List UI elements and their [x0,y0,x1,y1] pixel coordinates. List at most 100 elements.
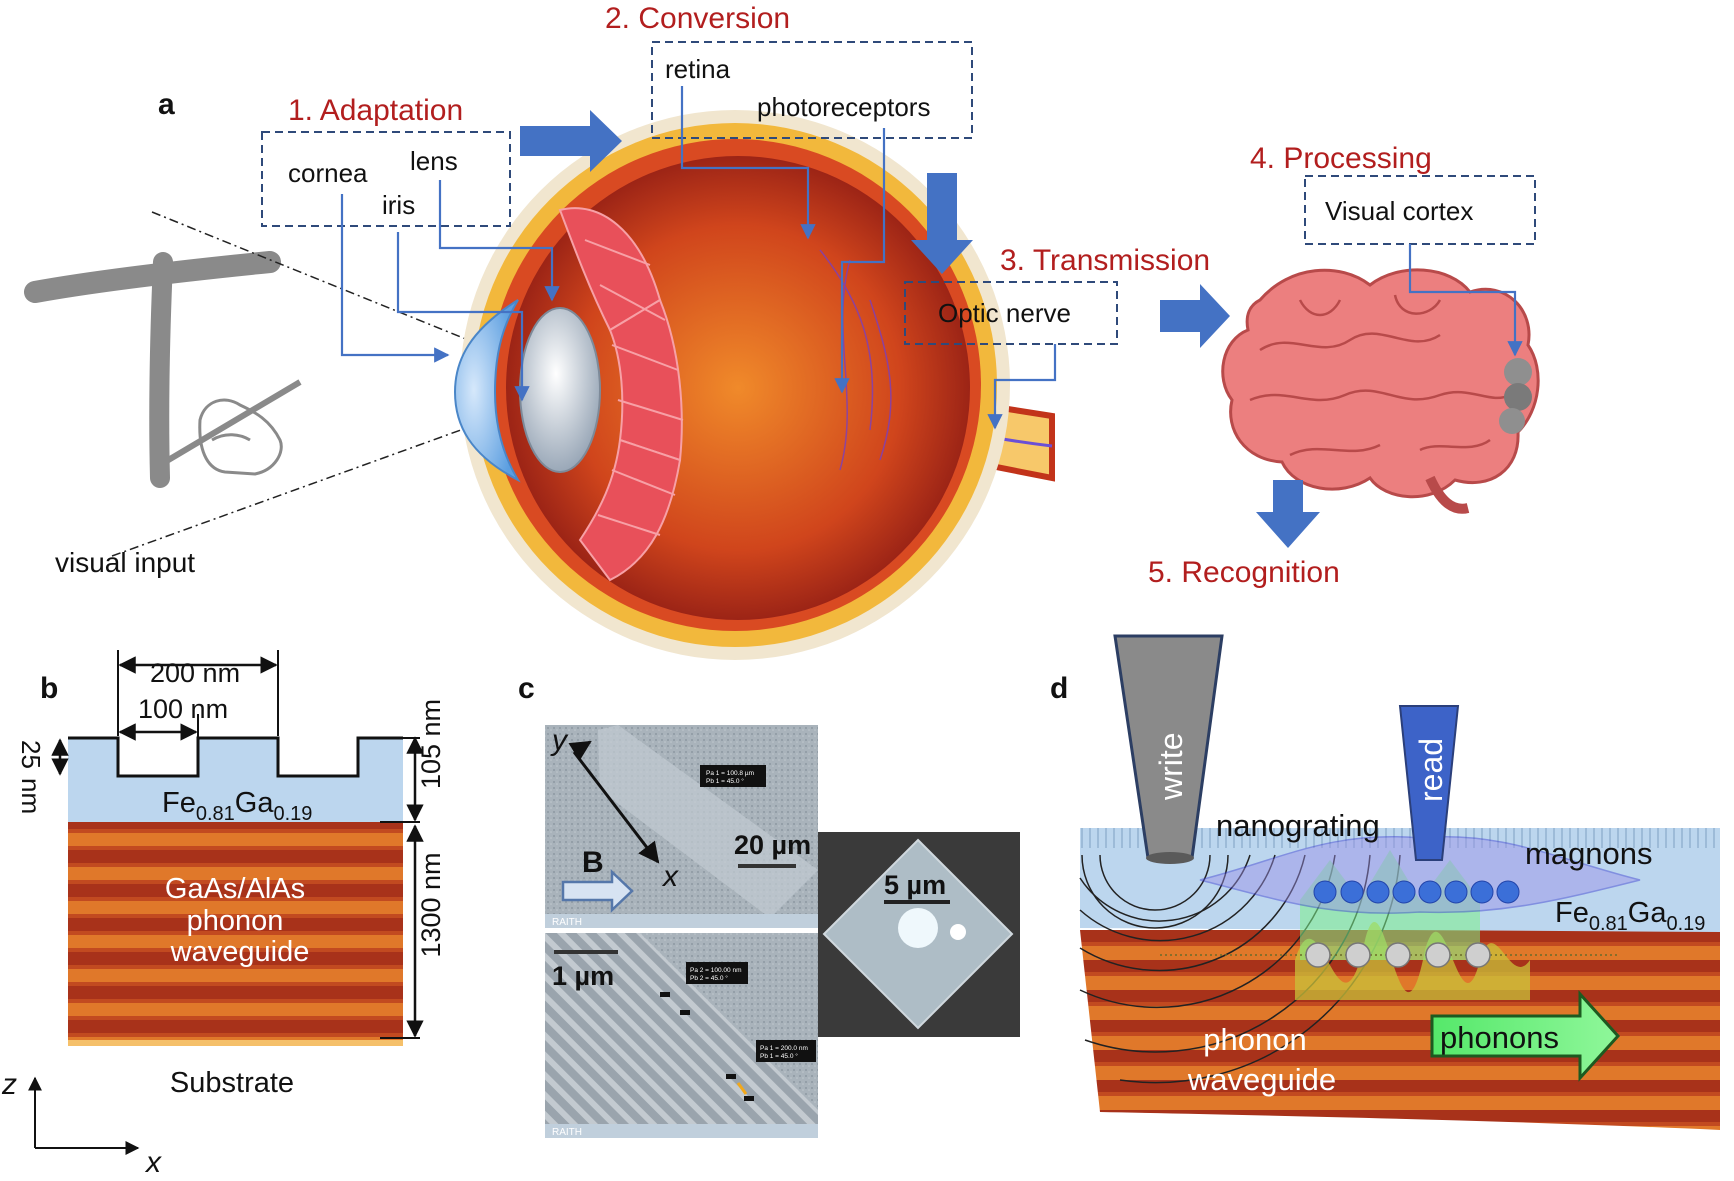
panel-b: b 200 nm 100 nm 25 nm 105 nm 1300 nm Fe0… [1,650,446,1179]
lens-leader [438,180,560,302]
dim-100-label: 100 nm [138,694,228,724]
step-transmission-title: 3. Transmission [1000,244,1210,277]
waveguide-label-line3: waveguide [170,936,310,968]
panel-a-letter: a [158,88,175,121]
sem-bottom-brand: RAITH [552,1127,582,1138]
dim-105-label: 105 nm [416,699,446,789]
optical-spot-large [898,908,938,948]
panel-a: a visual input [24,2,1540,660]
optic-nerve-label-box [904,281,1118,345]
fega-film-label: Fe0.81Ga0.19 [162,787,312,825]
sem-bottom-readout-1b: Pb 2 = 45.0 ° [690,974,728,982]
sem-marker-2 [680,1010,690,1015]
step-recognition-title: 5. Recognition [1148,556,1340,589]
sem-top-brand: RAITH [552,917,582,928]
dim-25-unit: nm [16,778,46,814]
scale-5um-label: 5 µm [884,870,946,900]
waveguide-layer [68,822,403,1040]
read-tip [1398,705,1460,861]
write-label: write [1153,732,1189,801]
cornea-label: cornea [288,158,368,188]
nanograting-profile [68,736,403,778]
panel-c: c RAITH Pa 1 = 100.8 µm Pb 1 = 45.0 ° RA… [518,672,1020,1138]
phonons-label: phonons [1440,1020,1559,1055]
d-fega-film-label: Fe0.81Ga0.19 [1555,897,1705,935]
c-x-axis-label: x [661,860,679,893]
phonons-arrow [1430,990,1621,1082]
arrow-transmission-to-processing [1160,284,1230,348]
step-adaptation-title: 1. Adaptation [288,94,463,127]
field-b-arrow [561,869,634,913]
panel-b-letter: b [40,672,58,705]
d-waveguide-label-line1: phonon [1203,1022,1306,1057]
panel-d: d [1050,634,1720,1130]
sem-top-readout-box [700,765,766,787]
sem-marker-3 [726,1074,736,1079]
step-processing-title: 4. Processing [1250,142,1432,175]
optical-spot-small [950,924,966,940]
visual-cortex-leader [1408,244,1523,357]
step-conversion-title: 2. Conversion [605,2,790,35]
arrow-conversion-to-transmission [911,173,973,274]
visual-input-label: visual input [55,547,195,578]
visual-cortex-label-box [1304,175,1536,245]
sight-line-lower [111,404,531,557]
x-axis-label: x [144,1146,162,1179]
retina-label: retina [665,54,731,84]
optic-nerve-label: Optic nerve [938,298,1071,328]
c-y-axis-label: y [550,724,569,757]
adaptation-label-box [261,131,511,227]
sem-top-readout-2: Pb 1 = 45.0 ° [706,777,744,785]
cornea-leader [340,194,450,363]
sem-bottom-rough-region [640,933,818,1110]
sem-marker-link [736,1082,748,1095]
sem-top-readout-1: Pa 1 = 100.8 µm [706,770,754,777]
panel-d-letter: d [1050,672,1068,705]
arrow-processing-to-recognition [1256,480,1320,548]
sem-marker-4 [744,1096,754,1101]
waveguide-label-line2: phonon [187,905,284,937]
magnon-wavepacket [1199,835,1641,914]
field-b-label: B [582,846,604,879]
write-tip-end [1146,852,1194,864]
sem-bottom-readout-2b: Pb 1 = 45.0 ° [760,1052,798,1060]
z-axis-label: z [1,1068,17,1101]
sem-marker-1 [660,992,670,997]
eye-illustration [453,110,1055,660]
iris-leader [396,232,530,402]
photoreceptors-label: photoreceptors [757,92,930,122]
scale-20um-label: 20 µm [734,830,811,860]
panel-c-letter: c [518,672,535,705]
lens-label: lens [410,146,458,176]
iris-label: iris [382,190,415,220]
fega-film-layer [68,738,403,822]
handwritten-t-icon [24,251,281,488]
conversion-label-box [651,41,973,139]
retina-leader [680,86,816,240]
dim-25-label: 25 [16,740,46,769]
sem-bottom-readout-2a: Pa 1 = 200.0 nm [760,1045,808,1052]
sem-bottom-readout-1a: Pa 2 = 100.00 nm [690,967,742,974]
optic-nerve-leader [987,344,1057,430]
phonon-wavepacket [1160,850,1620,1000]
brain-illustration [1221,268,1540,514]
sem-bottom-readout-box-1 [686,962,748,984]
c-x-axis-arrow [572,751,660,864]
arrow-adaptation-to-conversion [520,110,622,172]
c-y-axis-arrow [568,740,592,761]
sem-bottom-readout-box-2 [756,1040,816,1062]
sem-top-stripe [598,725,818,918]
visual-cortex-label: Visual cortex [1325,196,1473,226]
sem-top-footer [545,914,818,928]
read-label: read [1413,738,1449,802]
sem-bottom-footer [545,1124,818,1138]
d-waveguide-label-line2: waveguide [1187,1062,1336,1097]
magnons-label: magnons [1525,836,1653,871]
substrate-label: Substrate [170,1067,294,1099]
nanograting-label: nanograting [1216,808,1380,843]
waveguide-label-line1: GaAs/AlAs [165,873,305,905]
photoreceptors-leader [834,128,886,394]
writing-hand-icon [163,379,302,476]
d-waveguide-layer [1080,930,1720,1130]
